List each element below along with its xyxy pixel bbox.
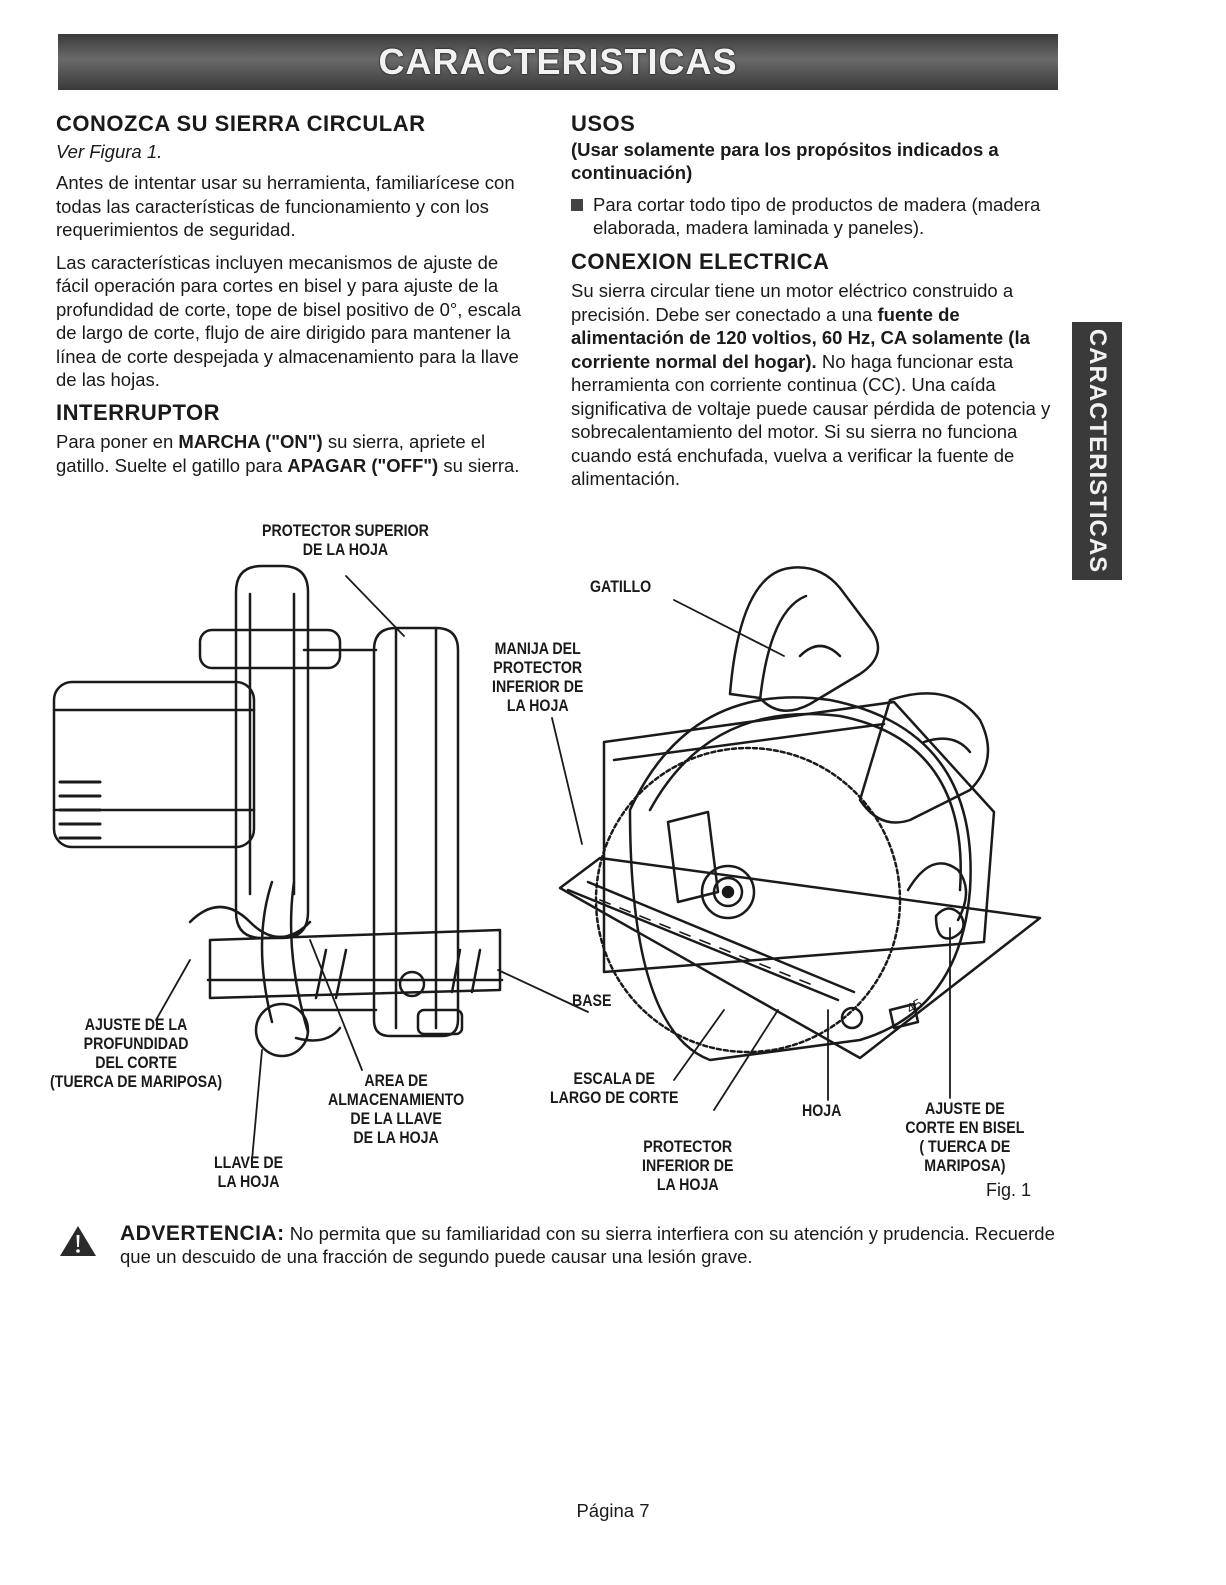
label-protector-inferior: PROTECTOR INFERIOR DE LA HOJA (642, 1138, 734, 1194)
warning-text: ADVERTENCIA: No permita que su familiari… (120, 1222, 1060, 1268)
interruptor-text-a: Para poner en (56, 431, 179, 452)
label-ajuste-profundidad: AJUSTE DE LA PROFUNDIDAD DEL CORTE (TUER… (50, 1016, 223, 1091)
subheading-ver-figura: Ver Figura 1. (56, 140, 163, 162)
label-llave-hoja: LLAVE DE LA HOJA (214, 1154, 284, 1191)
section-banner: CARACTERISTICAS (58, 34, 1058, 90)
paragraph-interruptor: Para poner en MARCHA ("ON") su sierra, a… (56, 430, 536, 477)
label-base: BASE (572, 992, 612, 1010)
saw-front-view (558, 566, 1042, 1062)
left-column: CONOZCA SU SIERRA CIRCULAR Ver Figura 1.… (56, 112, 536, 486)
warning-triangle-icon (60, 1226, 96, 1256)
conexion-power-spec: fuente de alimentación de 120 voltios, 6… (571, 303, 1030, 372)
heading-interruptor: INTERRUPTOR (56, 399, 220, 425)
leader-lines (155, 575, 951, 1161)
heading-usos: USOS (571, 111, 636, 136)
warning-title: ADVERTENCIA: (120, 1222, 285, 1245)
interruptor-text-b: su sierra, apriete el gatillo. Suelte el… (56, 431, 486, 476)
interruptor-marcha: MARCHA ("ON") (178, 431, 323, 452)
conexion-text-b: No haga funcionar esta herramienta con c… (571, 350, 1051, 490)
paragraph-intro: Antes de intentar usar su herramienta, f… (56, 172, 515, 240)
figure-1: 45 PROTECTOR SUPERIOR DE LA HOJA GATILLO… (40, 510, 1080, 1210)
scale-mark-45: 45 (904, 995, 926, 1017)
side-tab: CARACTERISTICAS (1072, 322, 1122, 580)
saw-illustration: 45 (52, 564, 1042, 1161)
label-protector-superior: PROTECTOR SUPERIOR DE LA HOJA (262, 522, 429, 559)
figure-caption: Fig. 1 (986, 1180, 1032, 1200)
banner-title: CARACTERISTICAS (378, 41, 738, 82)
label-hoja: HOJA (802, 1102, 842, 1120)
interruptor-apagar: APAGAR ("OFF") (287, 454, 439, 476)
bullet-square-icon (571, 198, 583, 211)
usos-restriction: (Usar solamente para los propósitos indi… (571, 138, 999, 184)
side-tab-label: CARACTERISTICAS (1084, 328, 1111, 574)
paragraph-features: Las características incluyen mecanismos … (56, 251, 522, 391)
paragraph-conexion: Su sierra circular tiene un motor eléctr… (571, 279, 1051, 491)
usos-bullet-text: Para cortar todo tipo de productos de ma… (593, 193, 1041, 239)
label-ajuste-bisel: AJUSTE DE CORTE EN BISEL ( TUERCA DE MAR… (905, 1100, 1025, 1175)
conexion-text-a: Su sierra circular tiene un motor eléctr… (571, 280, 1014, 325)
interruptor-text-c: su sierra. (438, 454, 520, 476)
label-area-almacenamiento: AREA DE ALMACENAMIENTO DE LA LLAVE DE LA… (328, 1072, 465, 1147)
saw-rear-view (52, 564, 504, 1058)
list-item: Para cortar todo tipo de productos de ma… (571, 193, 1051, 240)
label-gatillo: GATILLO (590, 578, 652, 596)
warning-message: No permita que su familiaridad con su si… (120, 1223, 1055, 1267)
heading-conozca: CONOZCA SU SIERRA CIRCULAR (56, 111, 426, 136)
right-column: USOS (Usar solamente para los propósitos… (571, 112, 1051, 500)
page-number: Página 7 (576, 1500, 650, 1521)
label-manija-protector: MANIJA DEL PROTECTOR INFERIOR DE LA HOJA (492, 640, 584, 715)
heading-conexion: CONEXION ELECTRICA (571, 248, 830, 274)
label-escala-largo: ESCALA DE LARGO DE CORTE (550, 1070, 679, 1107)
